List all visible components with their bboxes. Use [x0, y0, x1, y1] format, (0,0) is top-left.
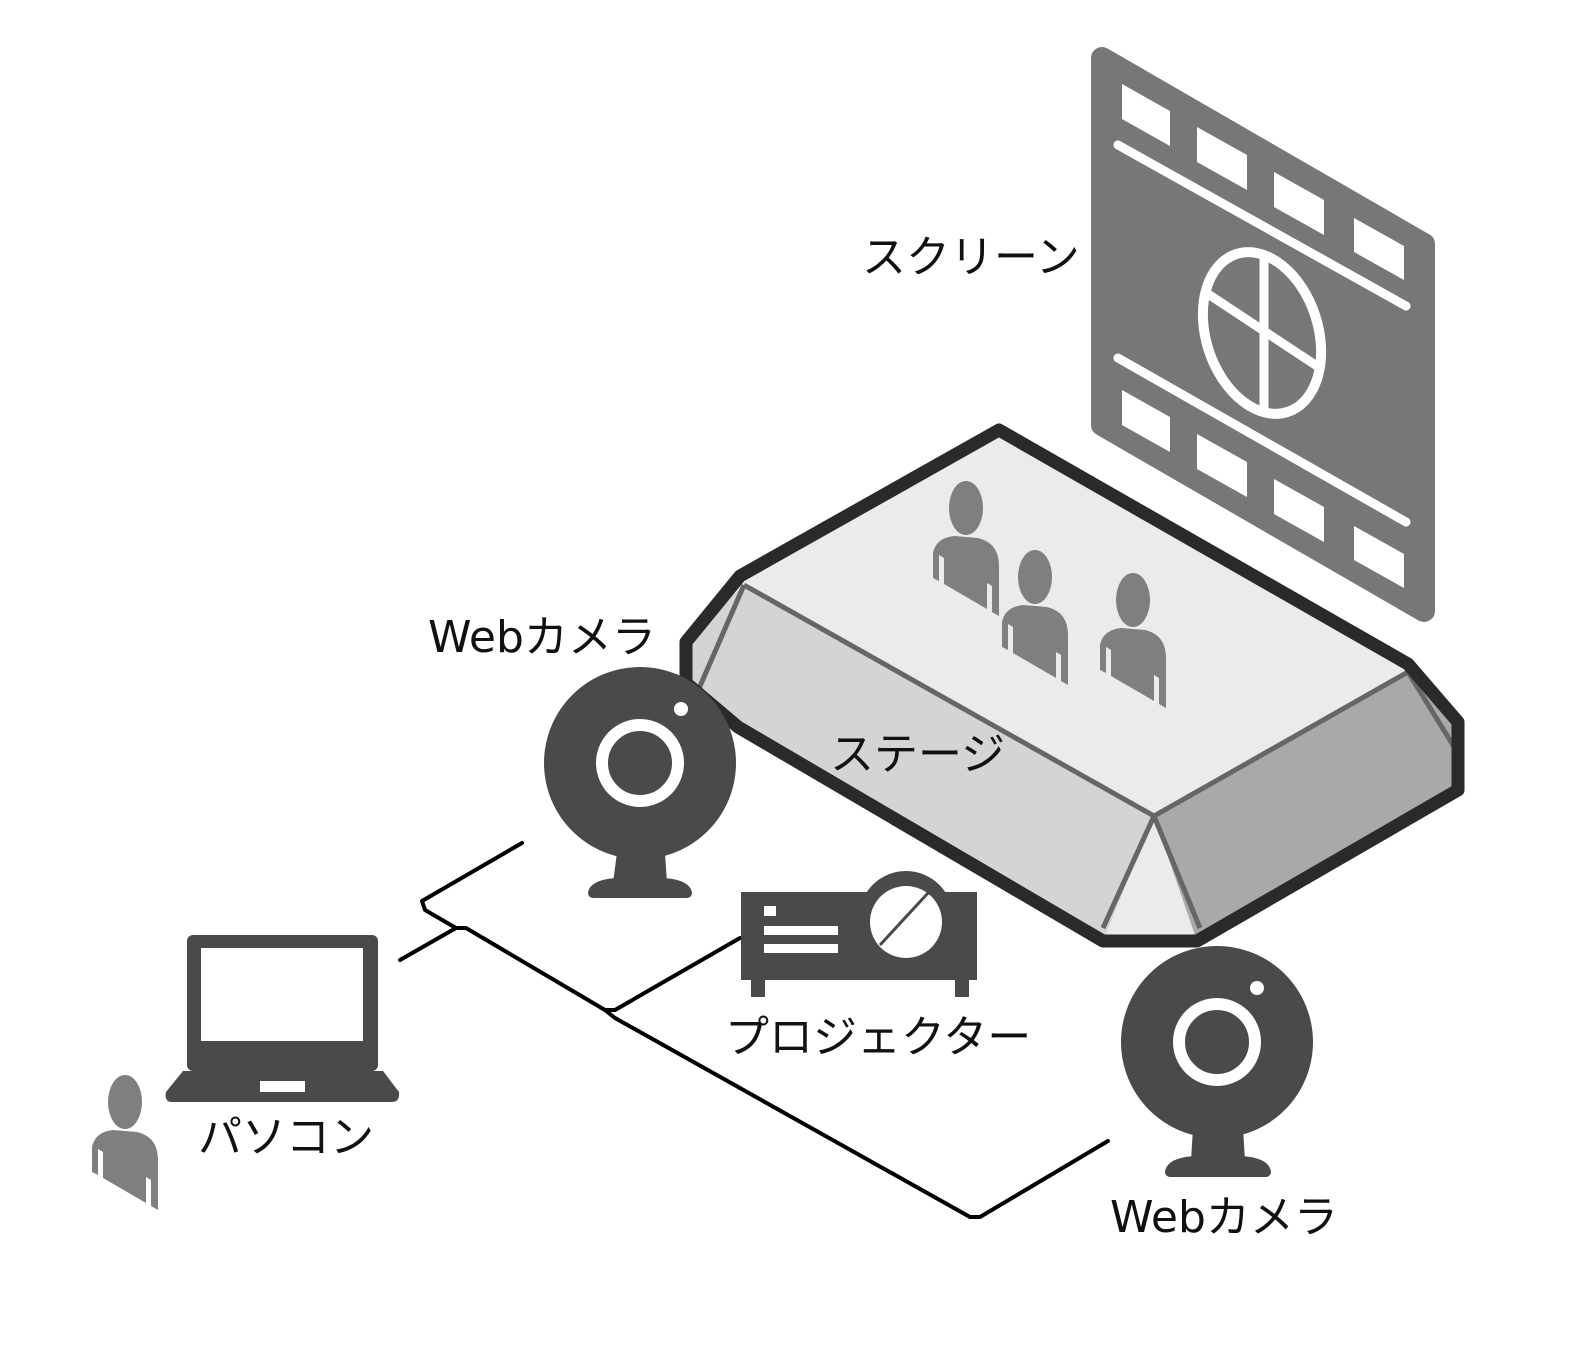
user-person-icon [92, 1075, 158, 1210]
screen-label: スクリーン [862, 232, 1080, 283]
webcam-icon-bottom [1121, 946, 1313, 1177]
laptop-icon [165, 935, 400, 1102]
webcam-top-label: Webカメラ [428, 612, 656, 663]
screen-icon [1091, 47, 1435, 622]
pc-label: パソコン [198, 1112, 374, 1163]
stage-label: ステージ [830, 729, 1005, 780]
projector-icon [741, 871, 977, 997]
webcam-icon-top [544, 667, 736, 898]
stage-icon [679, 423, 1465, 948]
webcam-bottom-label: Webカメラ [1110, 1192, 1338, 1243]
projector-label: プロジェクター [725, 1012, 1031, 1063]
cables [398, 841, 1110, 1219]
